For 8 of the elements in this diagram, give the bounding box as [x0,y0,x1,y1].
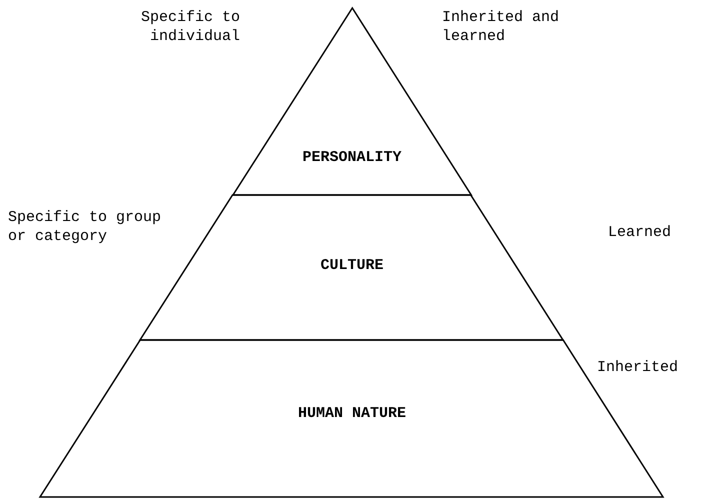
layer-label: HUMAN NATURE [298,405,406,422]
side-note: Learned [608,223,672,242]
layer-label: CULTURE [320,257,384,274]
side-note: Specific to group or category [8,208,162,246]
side-note: Inherited [597,358,680,377]
side-note: Inherited and learned [442,8,560,46]
layer-label: PERSONALITY [302,149,402,166]
side-note: Specific to individual [140,8,240,46]
